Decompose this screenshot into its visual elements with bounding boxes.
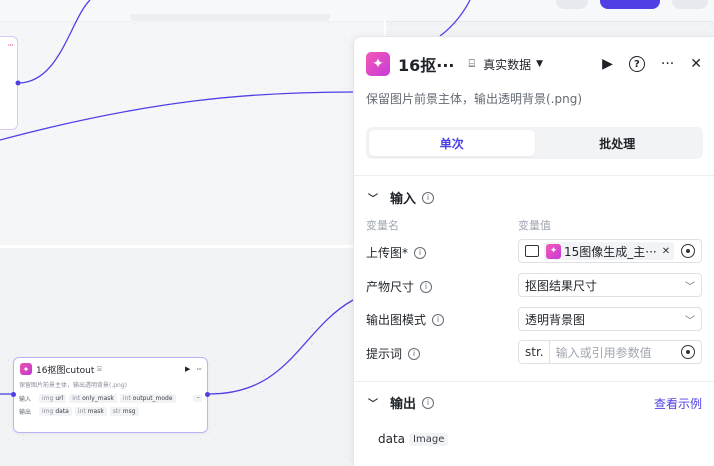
outputs-label: 输出 <box>19 409 32 416</box>
toolbar-strip <box>130 14 330 22</box>
sparkle-icon: ✦ <box>20 363 32 375</box>
caret-down-icon: ▼ <box>536 59 544 69</box>
info-icon[interactable]: i <box>414 246 427 259</box>
output-port[interactable] <box>205 392 210 397</box>
sparkle-icon: ✦ <box>366 52 390 76</box>
more-inputs-chip[interactable]: ··· <box>193 395 202 402</box>
product-size-label: 产物尺寸 i <box>366 278 433 295</box>
more-icon[interactable]: ··· <box>660 56 675 72</box>
chevron-down-icon[interactable]: ﹀ <box>368 399 378 410</box>
mode-icon: ⌸ <box>468 57 476 70</box>
output-mode-value: 透明背景图 <box>525 312 586 327</box>
remove-icon[interactable]: ✕ <box>661 245 671 257</box>
chevron-down-icon[interactable]: ﹀ <box>368 194 378 205</box>
prompt-input[interactable]: str. 输入或引用参数值 <box>518 340 702 364</box>
node-config-panel: ✦ 16抠··· ⌸ 真实数据 ▼ ▶ ? ··· ✕ 保留图片前景主体，输出透… <box>353 36 714 466</box>
publish-button[interactable] <box>600 0 660 9</box>
reference-picker-icon[interactable] <box>681 345 695 359</box>
data-mode-dropdown[interactable]: ⌸ 真实数据 ▼ <box>469 56 544 73</box>
output-field-name: data <box>378 432 406 446</box>
run-mode-tabs: 单次 批处理 <box>366 127 703 159</box>
input-section-title: 输入 <box>390 192 417 207</box>
inputs-label: 输入 <box>19 396 32 403</box>
prompt-placeholder: 输入或引用参数值 <box>555 345 652 360</box>
port <box>15 80 21 86</box>
wire <box>439 0 471 37</box>
upload-image-label: 上传图* i <box>366 244 427 261</box>
data-mode-label: 真实数据 <box>483 57 532 72</box>
info-icon[interactable]: i <box>408 347 421 360</box>
panel-description: 保留图片前景主体，输出透明背景(.png) <box>366 92 583 106</box>
view-example-link[interactable]: 查看示例 <box>653 397 702 411</box>
info-icon[interactable]: i <box>422 191 435 204</box>
prompt-label: 提示词 i <box>366 345 421 362</box>
play-icon[interactable]: ▶ <box>602 56 613 72</box>
tab-batch[interactable]: 批处理 <box>599 136 636 151</box>
column-header-value: 变量值 <box>518 219 551 232</box>
more-icon[interactable]: ··· <box>196 364 202 374</box>
toolbar-button[interactable] <box>556 0 588 9</box>
close-icon[interactable]: ✕ <box>690 56 702 72</box>
node-title: 16抠图cutout <box>36 365 95 376</box>
upload-image-field[interactable]: ✦ 15图像生成_主··· ✕ <box>518 239 702 263</box>
divider <box>354 381 714 382</box>
image-icon <box>525 245 539 257</box>
node-description: 保留图片前景主体，输出透明背景(.png) <box>19 382 128 389</box>
chevron-down-icon: ﹀ <box>685 315 695 327</box>
output-mode-label: 输出图模式 i <box>366 311 445 328</box>
info-icon[interactable]: i <box>432 313 445 326</box>
panel-header: ✦ 16抠··· ⌸ 真实数据 ▼ ▶ ? ··· ✕ <box>366 51 702 77</box>
wire <box>0 91 354 141</box>
reference-picker-icon[interactable] <box>681 244 695 258</box>
column-header-name: 变量名 <box>366 219 399 232</box>
sparkle-icon: ✦ <box>546 243 561 259</box>
variable-reference-chip[interactable]: ✦ 15图像生成_主··· ✕ <box>544 242 675 260</box>
run-icon[interactable]: ▶ <box>184 365 191 373</box>
info-icon[interactable]: i <box>422 396 435 409</box>
product-size-select[interactable]: 抠图结果尺寸 ﹀ <box>518 273 702 297</box>
panel-title[interactable]: 16抠··· <box>398 56 455 75</box>
help-icon[interactable]: ? <box>628 56 645 72</box>
output-field-row: data Image <box>378 432 449 446</box>
wire <box>17 0 91 84</box>
output-type-tag: Image <box>409 432 449 446</box>
cutout-node[interactable]: ✦ 16抠图cutout ⌸ ▶ ··· 保留图片前景主体，输出透明背景(.pn… <box>11 357 210 433</box>
info-icon[interactable]: i <box>420 280 433 293</box>
output-section-title: 输出 <box>390 397 417 412</box>
wire <box>208 299 354 395</box>
type-tag: str. <box>525 341 550 363</box>
output-mode-select[interactable]: 透明背景图 ﹀ <box>518 307 702 331</box>
tab-single[interactable]: 单次 <box>369 130 535 156</box>
product-size-value: 抠图结果尺寸 <box>525 278 598 293</box>
divider <box>354 175 714 176</box>
toolbar-button[interactable] <box>672 0 708 9</box>
output-section-header[interactable]: ﹀ 输出 i <box>368 393 435 412</box>
mode-icon: ⌸ <box>97 364 102 373</box>
more-icon[interactable]: ··· <box>7 41 14 51</box>
input-port[interactable] <box>11 392 16 397</box>
top-toolbar <box>0 0 714 22</box>
chevron-down-icon: ﹀ <box>685 281 695 293</box>
input-section-header[interactable]: ﹀ 输入 i <box>368 188 435 207</box>
